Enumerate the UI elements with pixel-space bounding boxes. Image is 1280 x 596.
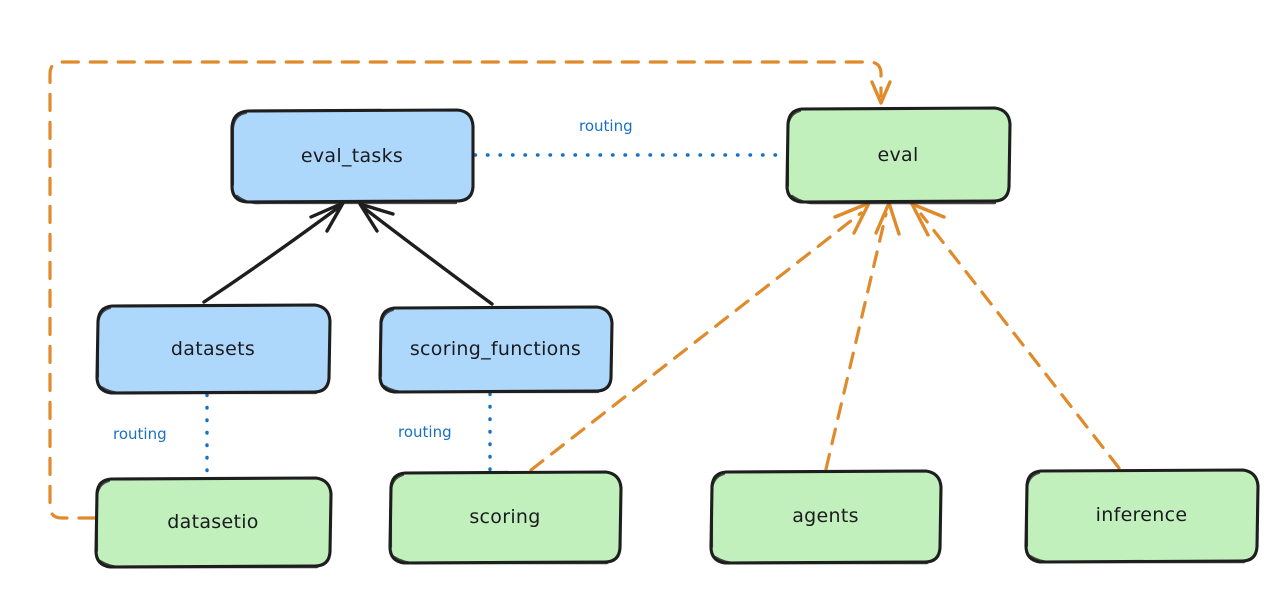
node-eval-tasks[interactable]: eval_tasks — [231, 110, 473, 202]
node-eval-tasks-label: eval_tasks — [300, 144, 404, 167]
node-eval-label: eval — [877, 143, 919, 166]
edge-scoring_functions-to-eval_tasks — [358, 202, 494, 306]
node-scoring[interactable]: scoring — [389, 471, 621, 563]
edge-agents-to-eval — [824, 201, 901, 471]
node-datasets[interactable]: datasets — [96, 305, 330, 393]
node-scoring-functions[interactable]: scoring_functions — [379, 307, 612, 392]
node-datasets-label: datasets — [170, 337, 256, 360]
node-scoring-functions-label: scoring_functions — [409, 338, 582, 361]
edge-datasets-to-eval_tasks — [202, 201, 345, 304]
node-scoring-label: scoring — [469, 505, 541, 528]
node-eval[interactable]: eval — [786, 108, 1010, 202]
node-inference[interactable]: inference — [1025, 469, 1258, 562]
node-inference-label: inference — [1095, 504, 1188, 527]
edge-label-routing-scoring-functions-scoring: routing — [398, 423, 452, 441]
node-datasetio[interactable]: datasetio — [95, 477, 331, 567]
edge-label-routing-datasets-datasetio: routing — [113, 425, 167, 443]
edge-label-routing-eval-tasks-eval: routing — [579, 117, 633, 135]
node-agents[interactable]: agents — [710, 470, 941, 563]
node-datasetio-label: datasetio — [167, 510, 259, 533]
edge-inference-to-eval — [910, 202, 1121, 470]
node-agents-label: agents — [792, 505, 859, 528]
